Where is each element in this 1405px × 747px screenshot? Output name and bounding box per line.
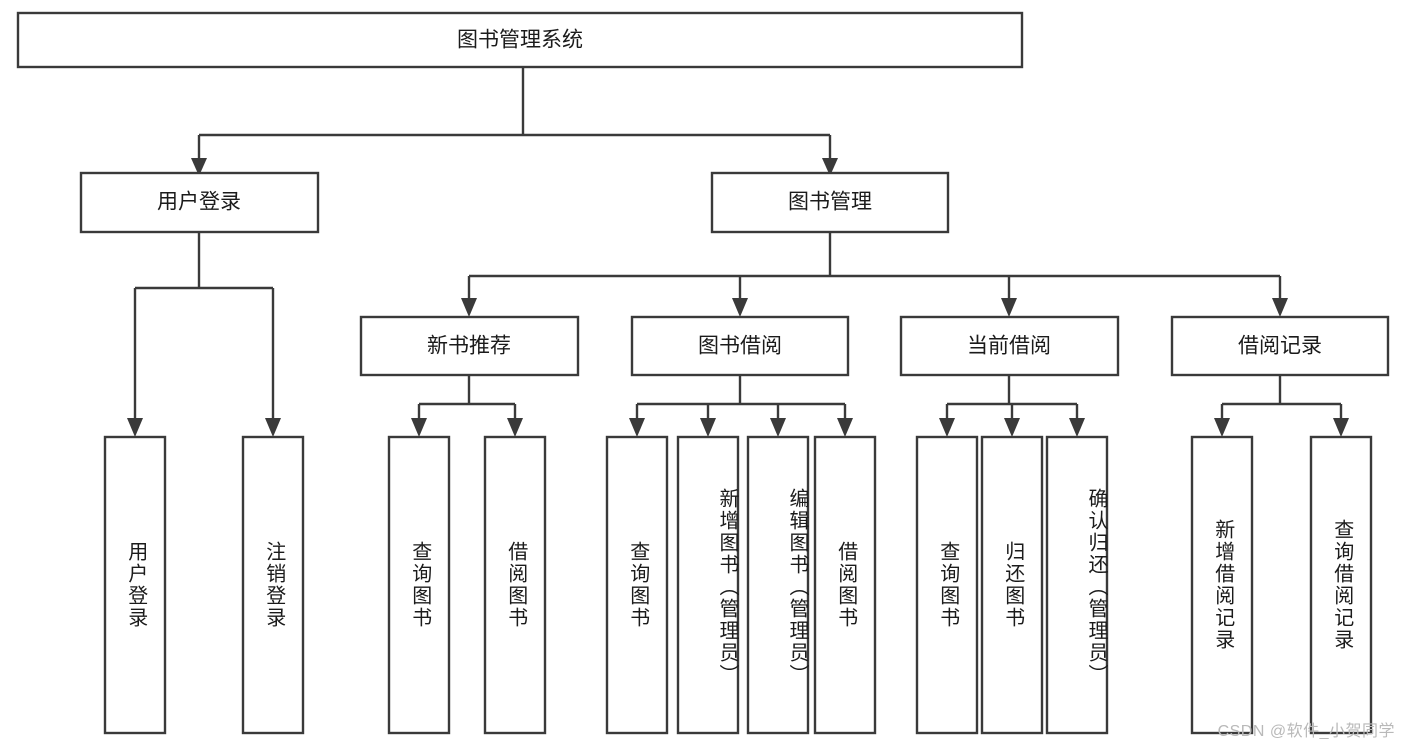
connector-group-user-login-to-leaves [127,232,281,437]
node-borrow-record-label: 借阅记录 [1238,335,1322,358]
node-new-book-recommend-label: 新书推荐 [427,335,511,358]
node-current-borrow-label: 当前借阅 [967,335,1051,358]
leaf-logout[interactable] [241,435,305,735]
leaf-user-login[interactable] [103,435,167,735]
leaf-return-book[interactable] [980,435,1044,735]
node-borrow-record[interactable] [1170,315,1390,377]
connector-group-root-to-level2 [191,67,838,176]
node-book-borrow[interactable] [630,315,850,377]
leaf-query-book-current[interactable] [915,435,979,735]
leaf-add-borrow-record[interactable] [1190,435,1254,735]
arrow-head-leaf-return-book [1004,418,1020,437]
arrow-head-book-manage [822,158,838,176]
leaf-edit-book[interactable] [746,435,810,735]
arrow-head-user-login [191,158,207,176]
arrow-head-leaf-logout [265,418,281,437]
arrow-head-new-book [461,298,477,317]
arrow-head-borrow-record [1272,298,1288,317]
node-book-borrow-label: 图书借阅 [698,335,782,358]
arrow-head-book-borrow [732,298,748,317]
node-current-borrow[interactable] [899,315,1120,377]
node-root-label: 图书管理系统 [457,29,583,52]
node-new-book-recommend[interactable] [359,315,580,377]
arrow-head-leaf-query-book-3 [939,418,955,437]
leaf-query-book-new[interactable] [387,435,451,735]
node-user-login[interactable] [79,171,320,234]
arrow-head-leaf-query-book-2 [629,418,645,437]
arrow-head-leaf-query-book-1 [411,418,427,437]
arrow-head-leaf-confirm-return [1069,418,1085,437]
arrow-head-leaf-borrow-book-1 [507,418,523,437]
connector-group-book-manage-to-level3 [461,232,1288,317]
connector-group-book-borrow-to-leaves [629,375,853,437]
arrow-head-leaf-user-login [127,418,143,437]
leaf-confirm-return[interactable] [1045,435,1109,735]
node-book-manage-label: 图书管理 [788,191,872,214]
arrow-head-leaf-add-record [1214,418,1230,437]
node-root[interactable] [16,11,1024,69]
arrow-head-leaf-query-record [1333,418,1349,437]
leaf-add-book[interactable] [676,435,740,735]
leaf-query-book-borrow[interactable] [605,435,669,735]
node-user-login-label: 用户登录 [157,191,241,214]
leaf-query-borrow-record[interactable] [1309,435,1373,735]
arrow-head-leaf-edit-book [770,418,786,437]
leaf-borrow-book[interactable] [813,435,877,735]
leaf-borrow-book-new[interactable] [483,435,547,735]
connector-group-borrow-record-to-leaves [1214,375,1349,437]
arrow-head-current-borrow [1001,298,1017,317]
node-book-manage[interactable] [710,171,950,234]
arrow-head-leaf-add-book [700,418,716,437]
connector-group-new-book-to-leaves [411,375,523,437]
connector-group-current-borrow-to-leaves [939,375,1085,437]
arrow-head-leaf-borrow-book-2 [837,418,853,437]
